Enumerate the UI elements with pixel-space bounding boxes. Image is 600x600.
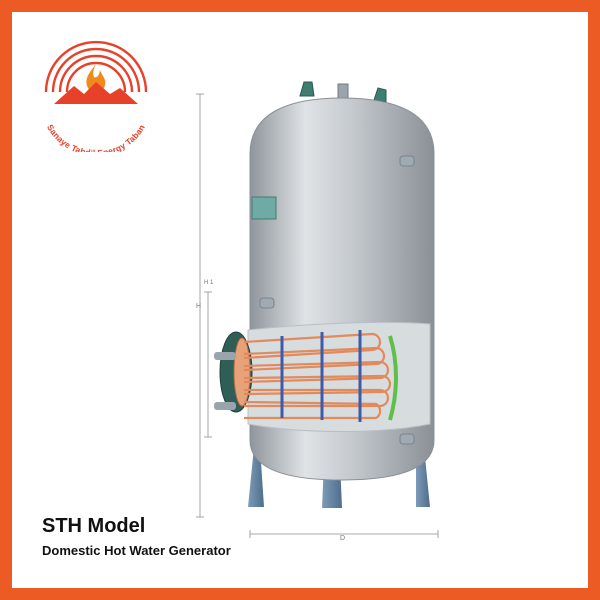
dimension-h1-label: H 1 [204,280,214,286]
lifting-lugs [299,81,387,103]
baffle-plates [280,330,362,422]
flame-icon [86,64,106,91]
support-ring [388,335,398,421]
dimension-d-label: D [340,535,345,542]
nozzles [259,155,415,445]
nameplate [251,196,277,220]
sun-rings-icon [44,40,148,93]
tube-bundle [243,332,392,420]
company-logo: Sanaye Tabdil Energy Taban [44,40,148,152]
dimension-h-label: H [196,303,201,310]
tank-drawing: H H 1 D [196,81,439,542]
mountain-icon [54,82,138,104]
dimension-lines [196,93,439,538]
company-name: Sanaye Tabdil Energy Taban [45,123,147,152]
product-model-title: STH Model [42,515,146,537]
svg-text:Sanaye Tabdil Energy Taban: Sanaye Tabdil Energy Taban [45,123,147,152]
product-description: Domestic Hot Water Generator [42,543,231,558]
flange [214,331,253,413]
